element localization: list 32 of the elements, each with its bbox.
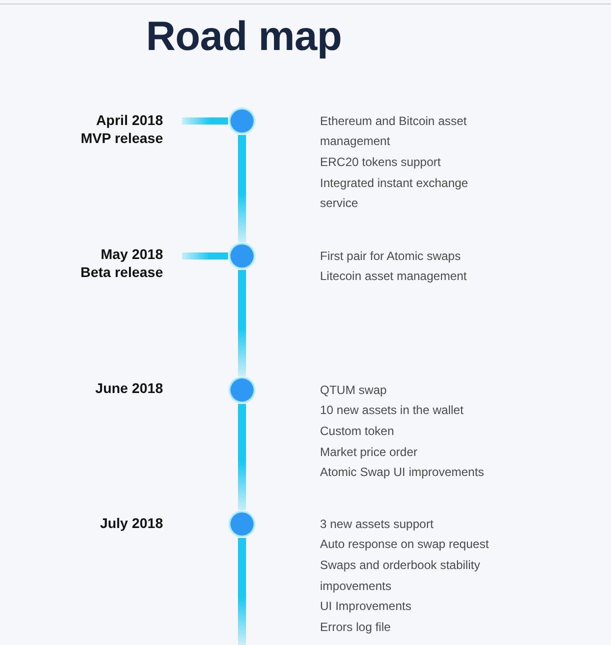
feature-item: Litecoin asset management bbox=[320, 268, 467, 286]
feature-item: 10 new assets in the wallet bbox=[320, 402, 464, 420]
feature-item: Custom token bbox=[320, 423, 394, 440]
milestone-dot-icon bbox=[228, 107, 256, 135]
connector-line bbox=[182, 118, 228, 124]
date-label: April 2018 bbox=[96, 111, 163, 129]
feature-item: First pair for Atomic swaps bbox=[320, 248, 461, 265]
feature-item: UI Improvements bbox=[320, 598, 412, 616]
milestone-dot-icon bbox=[228, 510, 256, 538]
timeline-line bbox=[238, 538, 246, 645]
feature-item: QTUM swap bbox=[320, 382, 387, 399]
feature-item: ERC20 tokens support bbox=[320, 154, 441, 172]
feature-item: Atomic Swap UI improvements bbox=[320, 464, 484, 482]
milestone-dot-icon bbox=[228, 242, 256, 270]
timeline-line bbox=[238, 135, 246, 242]
page-title: Road map bbox=[146, 12, 342, 60]
timeline-line bbox=[238, 270, 246, 376]
feature-item: Errors log file bbox=[320, 619, 391, 636]
feature-item: Swaps and orderbook stability impovements bbox=[320, 557, 482, 595]
timeline-line bbox=[238, 404, 246, 510]
milestone-dot-icon bbox=[228, 376, 256, 404]
release-label: Beta release bbox=[80, 263, 163, 281]
feature-item: Market price order bbox=[320, 444, 418, 461]
feature-item: Ethereum and Bitcoin asset management bbox=[320, 112, 468, 150]
date-label: June 2018 bbox=[95, 379, 163, 397]
connector-line bbox=[182, 252, 228, 260]
feature-item: Auto response on swap request bbox=[320, 536, 489, 554]
feature-item: 3 new assets support bbox=[320, 516, 434, 533]
release-label: MVP release bbox=[80, 129, 163, 147]
feature-item: Integrated instant exchange service bbox=[320, 174, 470, 212]
date-label: May 2018 bbox=[100, 245, 163, 263]
date-label: July 2018 bbox=[100, 514, 163, 532]
